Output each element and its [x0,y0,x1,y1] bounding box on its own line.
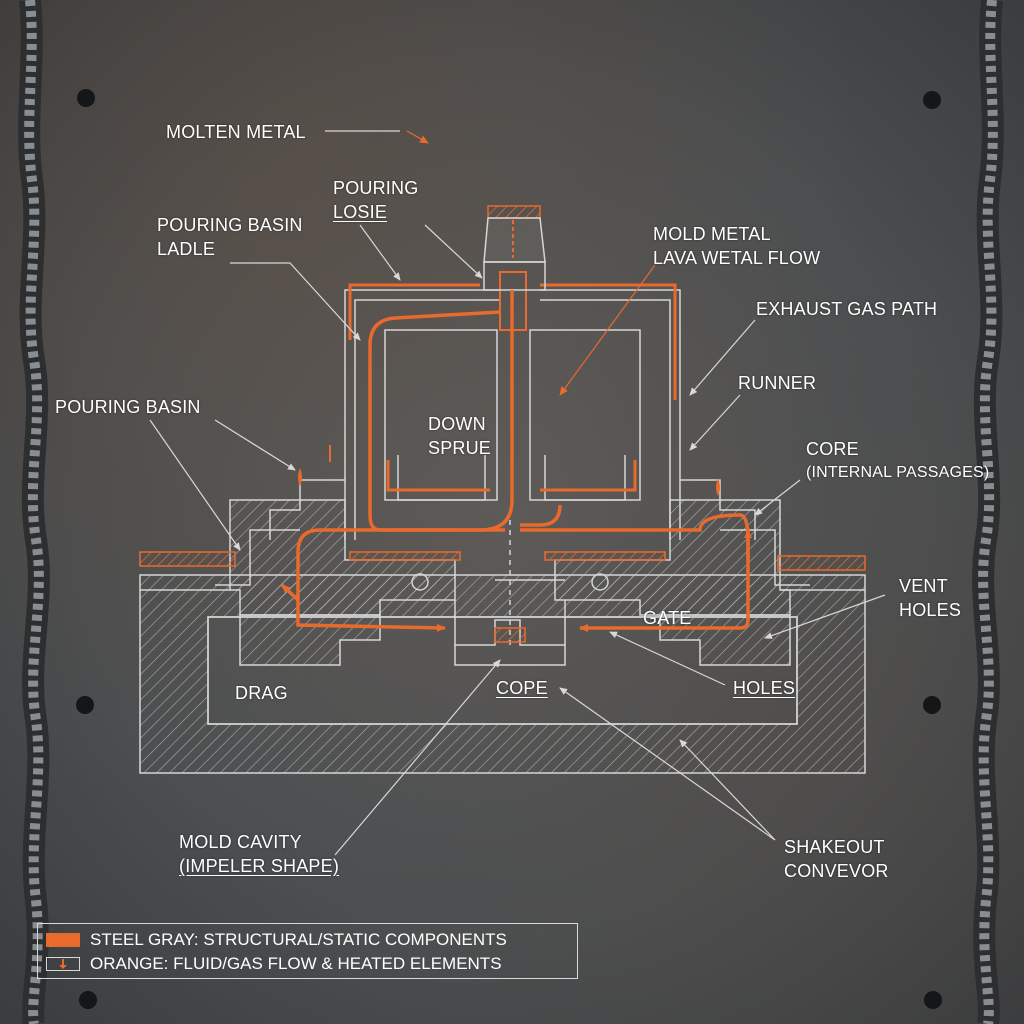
mold-cavity-line-1: MOLD CAVITY [179,832,302,852]
pouring-basin-ladle-label: POURING BASIN LADLE [157,213,303,261]
heated-housing [348,205,677,492]
runner-label: RUNNER [738,373,817,393]
legend-orange-text: ORANGE: FLUID/GAS FLOW & HEATED ELEMENTS [90,954,502,973]
pouring-losie-label: POURING LOSIE [333,176,418,224]
mold-metal-line-2: LAVA WETAL FLOW [653,248,821,268]
left-weld-seam [18,0,50,1024]
holes-label: HOLES [733,678,796,698]
down-sprue-line-1: DOWN [428,414,486,434]
down-arrow-icon [59,959,67,969]
shakeout-conveyor-label: SHAKEOUT CONVEVOR [784,835,889,883]
legend-swatch-orange-fill [46,933,80,947]
shakeout-line-1: SHAKEOUT [784,837,885,857]
mold-cavity-line-2: (IMPELER SHAPE) [179,856,340,876]
heated-strips [139,551,866,571]
legend-box: STEEL GRAY: STRUCTURAL/STATIC COMPONENTS… [37,923,578,979]
core-line-2: (INTERNAL PASSAGES) [806,464,990,481]
drag-block [139,574,866,774]
pouring-cup [483,217,546,291]
down-sprue-label: DOWN SPRUE [428,412,491,460]
mold-metal-label: MOLD METAL LAVA WETAL FLOW [653,222,820,270]
core-label: CORE (INTERNAL PASSAGES) [806,437,989,485]
legend-steel-text: STEEL GRAY: STRUCTURAL/STATIC COMPONENTS [90,930,507,949]
down-sprue-line-2: SPRUE [428,438,492,458]
leader-lines [149,130,886,856]
metal-flow-path [280,290,752,643]
mold-cavity-label: MOLD CAVITY (IMPELER SHAPE) [179,830,339,878]
gate-label: GATE [643,608,692,628]
pouring-basin-ladle-line-2: LADLE [157,239,216,259]
legend-swatch-outline-arrow [46,957,80,971]
drag-label: DRAG [235,683,288,703]
cope-label: COPE [496,678,548,698]
right-weld-seam [972,0,1004,1024]
vent-holes-line-1: VENT [899,576,948,596]
upper-housing [215,289,810,645]
pouring-losie-line-2: LOSIE [333,202,388,222]
pouring-losie-line-1: POURING [333,178,419,198]
shakeout-line-2: CONVEVOR [784,861,889,881]
mold-metal-line-1: MOLD METAL [653,224,771,244]
legend-row-steel: STEEL GRAY: STRUCTURAL/STATIC COMPONENTS [46,929,507,951]
rivet-holes [76,89,942,1009]
pouring-basin-ladle-line-1: POURING BASIN [157,215,303,235]
vent-holes-line-2: HOLES [899,600,962,620]
exhaust-gas-path-label: EXHAUST GAS PATH [756,299,938,319]
core-line-1: CORE [806,439,859,459]
vent-holes-label: VENT HOLES [899,574,961,622]
legend-row-orange: ORANGE: FLUID/GAS FLOW & HEATED ELEMENTS [46,953,502,975]
pouring-basin-label: POURING BASIN [55,397,201,417]
vent-markers [298,445,720,496]
molten-metal-label: MOLTEN METAL [166,122,306,142]
